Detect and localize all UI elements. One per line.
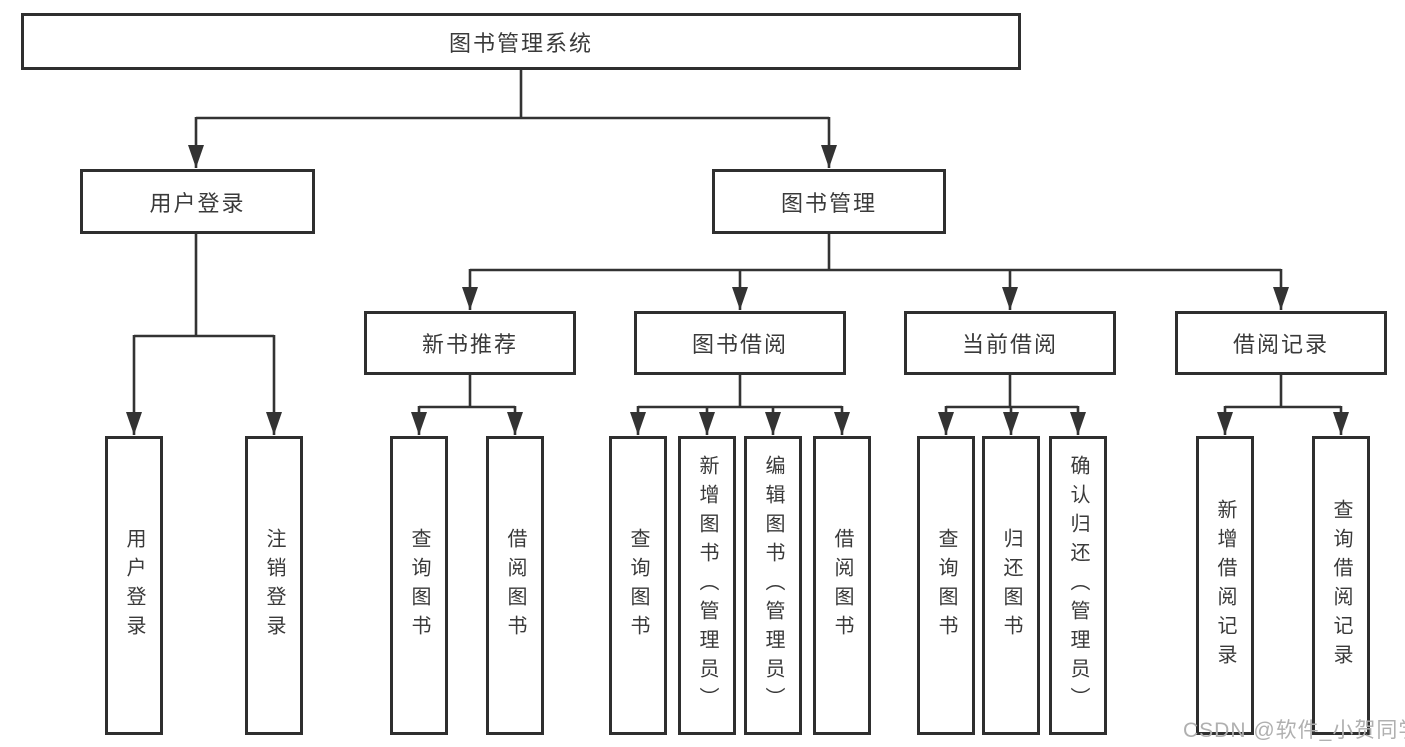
leaf-user-login: 用户登录: [105, 436, 163, 735]
leaf-edit-books-admin: 编辑图书（管理员）: [744, 436, 802, 735]
node-borrowing-records: 借阅记录: [1175, 311, 1387, 375]
leaf-confirm-return-admin: 确认归还（管理员）: [1049, 436, 1107, 735]
leaf-borrow-books-recommend: 借阅图书: [486, 436, 544, 735]
leaf-query-borrow-record: 查询借阅记录: [1312, 436, 1370, 735]
csdn-watermark: CSDN @软件_小贺同学: [1183, 719, 1405, 742]
leaf-add-borrow-record: 新增借阅记录: [1196, 436, 1254, 735]
leaf-add-books-admin: 新增图书（管理员）: [678, 436, 736, 735]
leaf-query-books-recommend: 查询图书: [390, 436, 448, 735]
node-new-book-recommendation: 新书推荐: [364, 311, 576, 375]
node-user-login: 用户登录: [80, 169, 315, 234]
node-book-management: 图书管理: [712, 169, 946, 234]
leaf-query-books-current: 查询图书: [917, 436, 975, 735]
leaf-return-books: 归还图书: [982, 436, 1040, 735]
node-root-system: 图书管理系统: [21, 13, 1021, 70]
leaf-logout-login: 注销登录: [245, 436, 303, 735]
leaf-query-books-borrow: 查询图书: [609, 436, 667, 735]
node-book-borrowing: 图书借阅: [634, 311, 846, 375]
node-current-borrowing: 当前借阅: [904, 311, 1116, 375]
leaf-borrow-books: 借阅图书: [813, 436, 871, 735]
